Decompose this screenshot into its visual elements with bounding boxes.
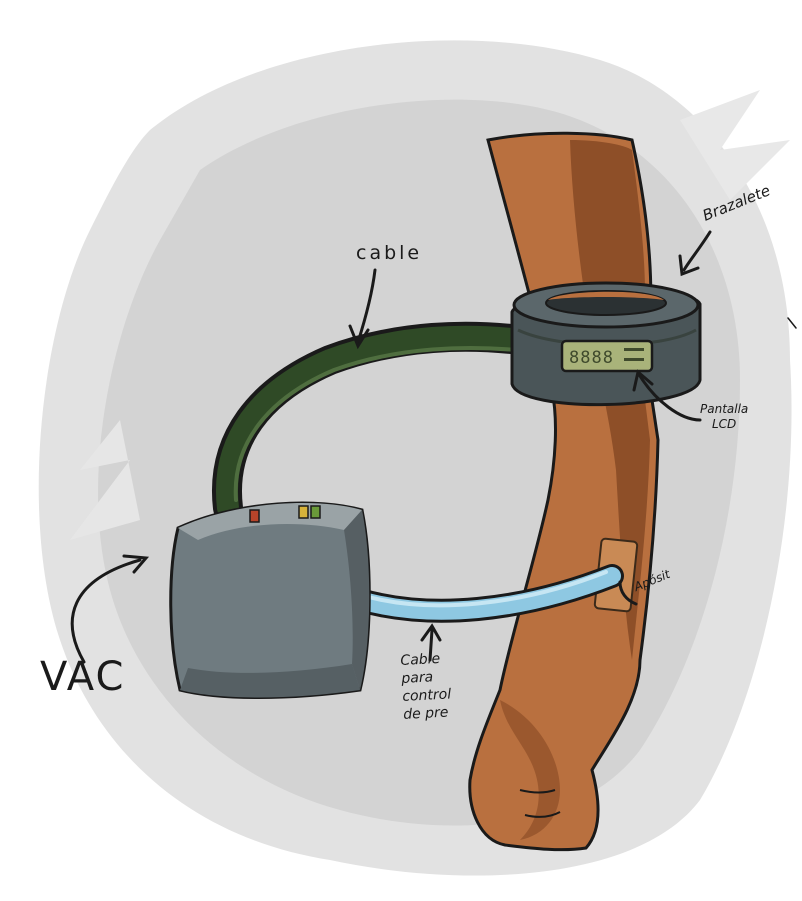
- vac-device: [171, 503, 370, 697]
- label-pantalla-line1: Pantalla: [700, 402, 748, 417]
- label-cable: cable: [356, 242, 422, 264]
- label-cable-control: Cable para control de pre: [400, 649, 453, 723]
- label-pantalla-lcd: Pantalla LCD: [700, 402, 748, 432]
- lcd-readout: 8888: [569, 348, 614, 368]
- lcd-screen: 8888: [562, 341, 652, 371]
- label-cable-control-line4: de pre: [403, 703, 453, 724]
- label-vac: VAC: [40, 654, 125, 700]
- background-brush: [39, 40, 792, 875]
- label-pantalla-line2: LCD: [700, 417, 748, 432]
